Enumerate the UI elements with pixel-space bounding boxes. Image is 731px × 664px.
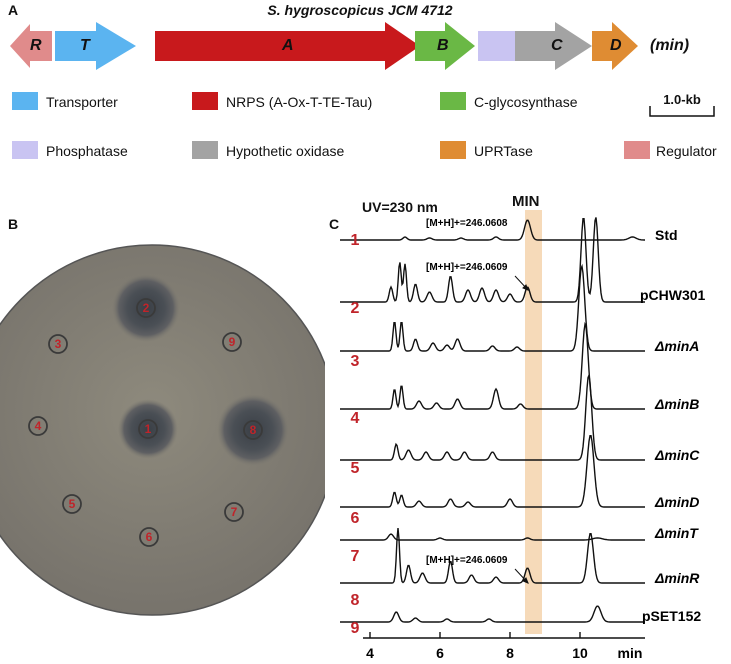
x-tick-10: 10 xyxy=(572,645,588,661)
gene-label-r: R xyxy=(30,37,42,54)
chromatogram-trace-3 xyxy=(340,263,645,352)
trace-name-pset152: pSET152 xyxy=(642,608,701,624)
scale-bar-label: 1.0-kb xyxy=(663,92,701,107)
legend-swatch-nrps xyxy=(192,92,218,110)
trace-number-7: 7 xyxy=(351,548,360,565)
paper-disc-8 xyxy=(243,420,263,440)
chromatogram-trace-9 xyxy=(340,605,645,623)
panel-c-letter: C xyxy=(329,216,340,232)
chromatogram-trace-7 xyxy=(340,533,645,541)
x-tick-8: 8 xyxy=(506,645,514,661)
min-retention-band xyxy=(525,210,542,634)
trace-name-minb: ΔminB xyxy=(654,396,699,412)
gene-label-t: T xyxy=(80,37,90,54)
panel-a-letter: A xyxy=(8,2,19,18)
x-tick-6: 6 xyxy=(436,645,444,661)
gene-arrow-d xyxy=(592,22,638,70)
disc-label-4: 4 xyxy=(35,419,42,433)
disc-label-3: 3 xyxy=(55,337,62,351)
mass-annotation-pchw301: [M+H]+=246.0609 xyxy=(426,262,508,273)
gene-cluster xyxy=(10,22,638,70)
inhibition-zone-2 xyxy=(112,274,180,342)
trace-name-std: Std xyxy=(655,227,678,243)
trace-number-6: 6 xyxy=(351,510,360,527)
trace-number-5: 5 xyxy=(351,460,360,477)
gene-label-b: B xyxy=(437,37,449,54)
inhibition-zone-8 xyxy=(217,394,289,466)
disc-label-5: 5 xyxy=(69,497,76,511)
mass-annotation-minr: [M+H]+=246.0609 xyxy=(426,555,508,566)
disc-label-7: 7 xyxy=(231,505,238,519)
trace-number-8: 8 xyxy=(351,592,360,609)
legend-text-regulator: Regulator xyxy=(656,143,717,159)
trace-number-4: 4 xyxy=(351,410,360,427)
trace-name-mint: ΔminT xyxy=(654,525,699,541)
strain-title-text: S. hygroscopicus JCM 4712 xyxy=(267,2,453,18)
gene-arrow-b xyxy=(415,22,475,70)
min-peak-label: MIN xyxy=(512,193,540,210)
disc-label-6: 6 xyxy=(146,530,153,544)
gene-arrow-r xyxy=(10,24,52,68)
paper-disc-3 xyxy=(48,334,68,354)
gene-arrow-t xyxy=(55,22,136,70)
trace-number-9: 9 xyxy=(351,620,360,637)
trace-name-minr: ΔminR xyxy=(654,570,700,586)
disc-label-2: 2 xyxy=(143,301,150,315)
disc-label-9: 9 xyxy=(229,335,236,349)
legend-swatch-oxidase xyxy=(192,141,218,159)
chromatogram-trace-6 xyxy=(340,434,645,508)
legend-text-uprtase: UPRTase xyxy=(474,143,533,159)
legend-text-transporter: Transporter xyxy=(46,94,118,110)
legend-text-phosphatase: Phosphatase xyxy=(46,143,128,159)
trace-name-pchw301: pCHW301 xyxy=(640,287,706,303)
gene-label-c: C xyxy=(551,37,563,54)
legend-text-oxidase: Hypothetic oxidase xyxy=(226,143,345,159)
paper-disc-6 xyxy=(139,527,159,547)
gene-block-phosphatase xyxy=(478,31,515,61)
hplc-chromatograms: 4 6 8 10 min [M+H]+=246.0608 [M+H]+=246.… xyxy=(340,210,706,661)
disc-label-8: 8 xyxy=(250,423,257,437)
paper-disc-2 xyxy=(136,298,156,318)
chromatogram-trace-2 xyxy=(340,217,645,303)
legend-swatch-uprtase xyxy=(440,141,466,159)
uv-label: UV=230 nm xyxy=(362,199,438,215)
strain-title: S. hygroscopicus JCM 4712 xyxy=(190,2,530,18)
gene-arrow-c xyxy=(515,22,592,70)
legend-text-nrps: NRPS (A-Ox-T-TE-Tau) xyxy=(226,94,373,110)
chromatogram-trace-4 xyxy=(340,321,645,410)
trace-name-minc: ΔminC xyxy=(654,447,700,463)
trace-number-3: 3 xyxy=(351,353,360,370)
trace-number-1: 1 xyxy=(351,232,360,249)
chromatogram-trace-8 xyxy=(340,527,645,584)
legend-swatch-cglycosynthase xyxy=(440,92,466,110)
legend-swatch-regulator xyxy=(624,141,650,159)
trace-number-2: 2 xyxy=(351,300,360,317)
disc-label-1: 1 xyxy=(145,422,152,436)
gene-arrow-a xyxy=(155,22,420,70)
paper-disc-9 xyxy=(222,332,242,352)
paper-disc-1 xyxy=(138,419,158,439)
gene-label-a: A xyxy=(282,37,294,54)
mass-annotation-std: [M+H]+=246.0608 xyxy=(426,218,508,229)
chromatogram-trace-5 xyxy=(340,372,645,461)
paper-disc-4 xyxy=(28,416,48,436)
x-axis-unit: min xyxy=(618,645,643,661)
inhibition-zone-1 xyxy=(118,399,178,459)
cluster-label: (min) xyxy=(650,37,690,54)
gene-label-d: D xyxy=(610,37,622,54)
trace-name-mind: ΔminD xyxy=(654,494,699,510)
legend-swatch-phosphatase xyxy=(12,141,38,159)
scale-bar xyxy=(649,106,715,117)
legend-text-cglycosynthase: C-glycosynthase xyxy=(474,94,578,110)
trace-name-mina: ΔminA xyxy=(654,338,699,354)
panel-b-letter: B xyxy=(8,216,19,232)
paper-disc-7 xyxy=(224,502,244,522)
legend-swatch-transporter xyxy=(12,92,38,110)
x-tick-4: 4 xyxy=(366,645,374,661)
paper-disc-5 xyxy=(62,494,82,514)
bioassay-plate: 1 2 3 4 5 6 7 8 9 xyxy=(0,234,325,664)
